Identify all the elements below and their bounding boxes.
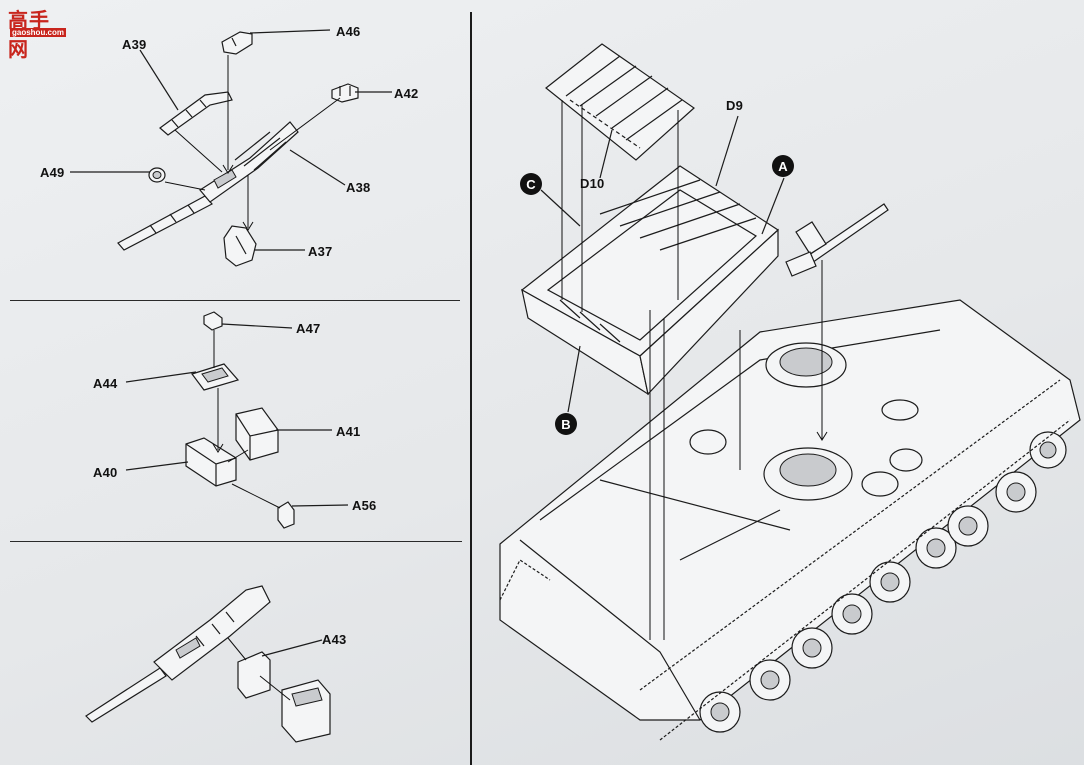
part-label-a42: A42 (394, 86, 419, 101)
callout-b: B (555, 413, 577, 435)
panel-divider-bottom (10, 541, 462, 542)
part-label-a40: A40 (93, 465, 118, 480)
mg-assembled-bottom (85, 585, 331, 743)
part-label-a37: A37 (308, 244, 333, 259)
logo-url-text: gaoshou.com (10, 28, 67, 37)
part-label-a47: A47 (296, 321, 321, 336)
ammo-box-assembly (125, 311, 349, 529)
part-label-a44: A44 (93, 376, 118, 391)
part-label-a56: A56 (352, 498, 377, 513)
site-logo: 高手网 gaoshou.com (4, 4, 68, 61)
part-label-a38: A38 (346, 180, 371, 195)
part-label-a39: A39 (122, 37, 147, 52)
panel-divider-top (10, 300, 460, 301)
part-label-a43: A43 (322, 632, 347, 647)
callout-a: A (772, 155, 794, 177)
panel-divider-vertical (470, 12, 472, 765)
callout-c: C (520, 173, 542, 195)
mg-assembly-top (70, 29, 392, 267)
part-label-a41: A41 (336, 424, 361, 439)
part-label-a46: A46 (336, 24, 361, 39)
hull-assembly (499, 43, 1081, 741)
part-label-a49: A49 (40, 165, 65, 180)
road-wheels (699, 431, 1067, 733)
part-label-d10: D10 (580, 176, 605, 191)
part-label-d9: D9 (726, 98, 744, 113)
